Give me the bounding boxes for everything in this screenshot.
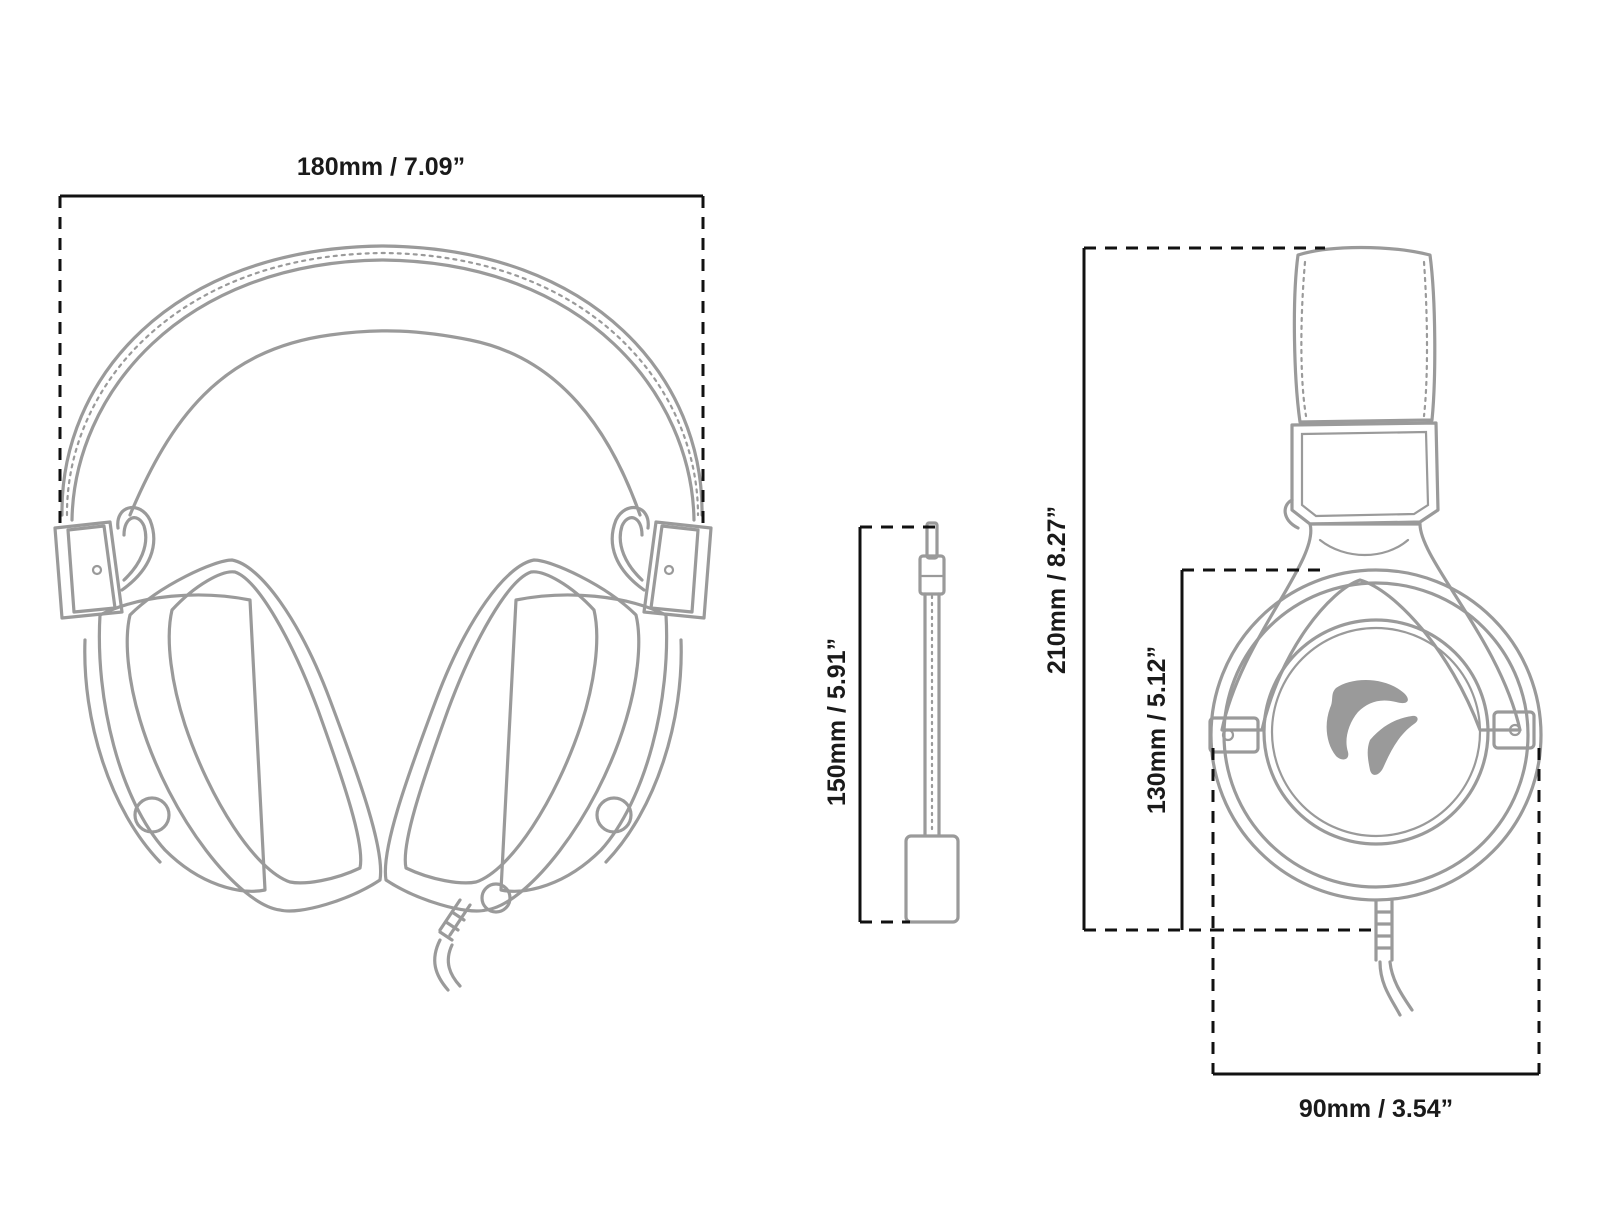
brand-logo-icon <box>1326 680 1418 775</box>
side-headband-stitch-left <box>1300 260 1308 418</box>
right-yoke-wire <box>610 505 650 592</box>
right-yoke-wire-inner <box>618 516 644 582</box>
mic-height-dimension: 150mm / 5.91” <box>823 525 935 924</box>
headband-outer-arc <box>60 244 704 517</box>
side-hinge-right <box>1492 710 1536 750</box>
right-ear-pad-outer <box>383 558 641 913</box>
left-hinge-screw <box>91 564 103 576</box>
headset-front-view <box>53 244 713 992</box>
side-cable-strain-relief <box>1374 898 1394 962</box>
left-yoke-wire <box>116 505 156 592</box>
left-hinge-block-inner <box>66 524 117 614</box>
left-cup-shell <box>97 593 267 893</box>
side-slider-block-inner <box>1300 430 1430 518</box>
right-cup-shell <box>499 593 669 893</box>
left-cup-frame <box>83 638 162 864</box>
side-slider-clip <box>1283 498 1300 530</box>
headband-cushion <box>128 329 642 517</box>
total-height-dimension: 210mm / 8.27” <box>1043 246 1325 932</box>
width-label: 180mm / 7.09” <box>297 153 465 181</box>
side-cable <box>1378 960 1414 1017</box>
headset-side-view <box>1208 245 1543 1017</box>
right-hinge-block-inner <box>649 524 700 614</box>
width-dimension: 180mm / 7.09” <box>58 153 705 525</box>
side-hinge-left <box>1208 716 1260 754</box>
front-cable <box>433 938 462 992</box>
microphone-view <box>904 521 960 924</box>
side-headband-stitch-right <box>1422 260 1429 418</box>
side-slider-block <box>1290 421 1440 526</box>
right-ear-pad-inner <box>403 570 599 885</box>
left-ear-pad-outer <box>125 558 383 913</box>
side-hinge-right-screw <box>1508 723 1522 737</box>
headband-stitching <box>65 251 700 517</box>
right-cup-frame <box>604 638 683 864</box>
side-yoke-inner <box>1318 538 1410 556</box>
cable-strain-relief <box>438 898 472 942</box>
side-hinge-left-screw <box>1221 728 1235 742</box>
left-ear-pad-inner <box>167 570 363 885</box>
right-hinge-block <box>642 520 713 620</box>
side-ear-cup-plate-inner <box>1270 626 1482 838</box>
left-hinge-block <box>53 520 124 620</box>
left-yoke-wire-inner <box>122 516 148 582</box>
mic-height-label: 150mm / 5.91” <box>823 638 851 806</box>
depth-dimension: 90mm / 3.54” <box>1211 748 1541 1123</box>
mic-plug-tip <box>925 521 939 560</box>
cup-height-label: 130mm / 5.12” <box>1143 646 1171 814</box>
mic-capsule <box>904 834 960 924</box>
cup-height-dimension: 130mm / 5.12” <box>1143 568 1376 932</box>
left-adjust-knob <box>133 796 171 834</box>
mic-jack-port <box>480 882 512 914</box>
headband-inner-arc <box>70 258 696 522</box>
right-adjust-knob <box>595 796 633 834</box>
total-height-label: 210mm / 8.27” <box>1043 506 1071 674</box>
right-hinge-screw <box>663 564 675 576</box>
side-headband-top <box>1292 245 1437 424</box>
depth-label: 90mm / 3.54” <box>1299 1095 1453 1123</box>
side-ear-cup-plate <box>1262 618 1490 846</box>
side-yoke-outer <box>1220 522 1522 732</box>
